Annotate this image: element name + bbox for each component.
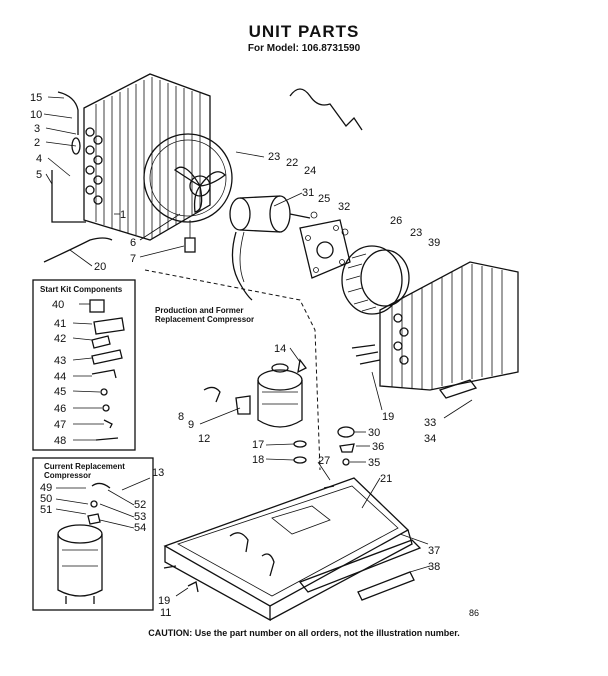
callout-25: 25 bbox=[318, 193, 330, 205]
callout-34: 34 bbox=[424, 433, 436, 445]
callout-9: 9 bbox=[188, 419, 194, 431]
page-code: 86 bbox=[469, 608, 480, 618]
callout-22: 22 bbox=[286, 157, 298, 169]
condenser-coil-right bbox=[351, 261, 519, 399]
callout-48: 48 bbox=[54, 435, 66, 447]
callout-19b: 19 bbox=[158, 595, 170, 607]
callout-36: 36 bbox=[372, 441, 384, 453]
callout-5: 5 bbox=[36, 169, 42, 181]
callout-37: 37 bbox=[428, 545, 440, 557]
model-subtitle: For Model: 106.8731590 bbox=[247, 43, 361, 54]
callout-8: 8 bbox=[178, 411, 184, 423]
callout-45: 45 bbox=[54, 386, 66, 398]
callout-3: 3 bbox=[34, 123, 40, 135]
callout-47: 47 bbox=[54, 419, 66, 431]
callout-32: 32 bbox=[338, 201, 350, 213]
callout-19a: 19 bbox=[382, 411, 394, 423]
start-kit-title: Start Kit Components bbox=[40, 285, 123, 294]
callout-41: 41 bbox=[54, 318, 66, 330]
callout-26: 26 bbox=[390, 215, 402, 227]
fan-blade-guard bbox=[143, 133, 233, 253]
caution-note: CAUTION: Use the part number on all orde… bbox=[148, 628, 460, 638]
callout-50: 50 bbox=[40, 493, 52, 505]
callout-15: 15 bbox=[30, 92, 42, 104]
callout-42: 42 bbox=[54, 333, 66, 345]
callout-7: 7 bbox=[130, 253, 136, 265]
callout-24: 24 bbox=[304, 165, 316, 177]
callout-31: 31 bbox=[302, 187, 314, 199]
callout-2: 2 bbox=[34, 137, 40, 149]
callout-12: 12 bbox=[198, 433, 210, 445]
blower-wheel bbox=[341, 245, 410, 315]
callout-6: 6 bbox=[130, 237, 136, 249]
callout-23b: 23 bbox=[410, 227, 422, 239]
callout-20: 20 bbox=[94, 261, 106, 273]
callout-10: 10 bbox=[30, 109, 42, 121]
callout-18: 18 bbox=[252, 454, 264, 466]
callout-51: 51 bbox=[40, 504, 52, 516]
production-compressor-title: Production and Former Replacement Compre… bbox=[155, 306, 255, 324]
callout-53: 53 bbox=[134, 511, 146, 523]
callout-17: 17 bbox=[252, 439, 264, 451]
callout-21: 21 bbox=[380, 473, 392, 485]
production-compressor bbox=[203, 358, 307, 464]
callout-49: 49 bbox=[40, 482, 52, 494]
evaporator-coil-left bbox=[51, 73, 211, 241]
assembly-boundary bbox=[144, 269, 321, 471]
callout-40: 40 bbox=[52, 299, 64, 311]
callout-1: 1 bbox=[120, 209, 126, 221]
callout-27: 27 bbox=[318, 455, 330, 467]
start-kit-box bbox=[32, 279, 136, 451]
start-kit-parts bbox=[89, 299, 125, 441]
fan-motor bbox=[229, 195, 311, 301]
callout-46: 46 bbox=[54, 403, 66, 415]
current-compressor bbox=[57, 482, 111, 604]
callout-54: 54 bbox=[134, 522, 146, 534]
current-compressor-box bbox=[32, 457, 154, 611]
callout-44: 44 bbox=[54, 371, 66, 383]
callout-35: 35 bbox=[368, 457, 380, 469]
callout-30: 30 bbox=[368, 427, 380, 439]
spring-clip bbox=[289, 88, 363, 131]
motor-mount bbox=[299, 211, 351, 279]
misc-parts bbox=[43, 237, 355, 593]
current-compressor-title: Current Replacement Compressor bbox=[44, 462, 125, 480]
callout-39: 39 bbox=[428, 237, 440, 249]
callout-23a: 23 bbox=[268, 151, 280, 163]
callout-numbers: 15 10 3 2 4 5 1 6 7 20 23 22 24 31 25 32… bbox=[30, 92, 440, 619]
base-pan bbox=[163, 477, 422, 622]
leader-lines bbox=[43, 96, 473, 597]
callout-4: 4 bbox=[36, 153, 42, 165]
callout-38: 38 bbox=[428, 561, 440, 573]
callout-52: 52 bbox=[134, 499, 146, 511]
page-title: UNIT PARTS bbox=[248, 22, 360, 41]
callout-11: 11 bbox=[160, 607, 171, 619]
callout-13: 13 bbox=[152, 467, 164, 479]
callout-14: 14 bbox=[274, 343, 286, 355]
callout-43: 43 bbox=[54, 355, 66, 367]
callout-33: 33 bbox=[424, 417, 436, 429]
